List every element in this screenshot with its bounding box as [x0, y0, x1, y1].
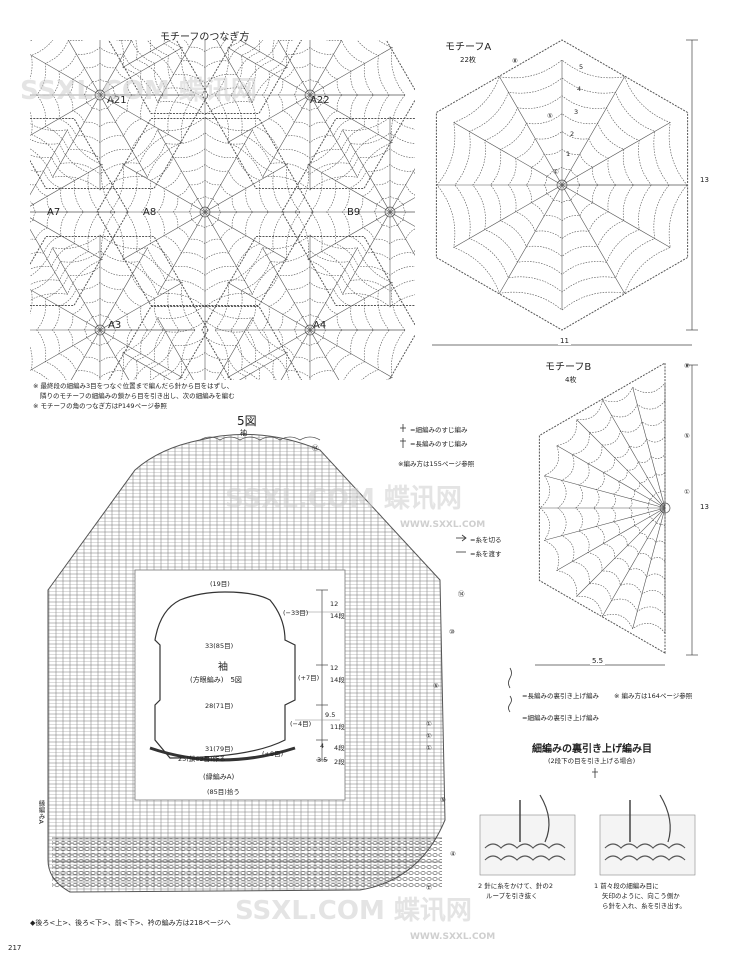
- legend-symbols: [400, 424, 598, 778]
- row-mark-10: ⑩: [449, 628, 455, 636]
- legend-sc-back-loop: =細編みのすじ編み: [410, 426, 468, 434]
- dim-14rows-b: 14段: [330, 676, 345, 684]
- schematic-width-31: 31(79目): [205, 745, 234, 753]
- stitch-illustration-1: [599, 794, 696, 876]
- watermark-3: SSXL.COM 蝶讯网: [235, 896, 472, 926]
- schematic-chain-25: 25(鎖63目)作る: [178, 755, 226, 763]
- row-mark-1c: ①: [426, 744, 432, 752]
- stitch-section-title: 細編みの裏引き上げ編み目: [532, 744, 652, 755]
- schematic-name: 袖: [218, 662, 228, 673]
- motif-b-title: モチーフB: [545, 362, 592, 373]
- row-mark-5b: ⑤: [440, 796, 446, 804]
- legend-dc-back-loop: =長編みのすじ編み: [410, 440, 468, 448]
- motif-a-height: 13: [700, 176, 709, 184]
- watermark-url-2: WWW.SXXL.COM: [410, 932, 496, 942]
- motif-a-marker-5: ⑤: [547, 112, 553, 120]
- join-label-a7: A7: [47, 207, 61, 218]
- step2-line1: 2 針に糸をかけて、針の2: [478, 882, 554, 890]
- motif-a-marker-1: ①: [553, 168, 559, 176]
- row-mark-14: ⑭: [458, 590, 465, 598]
- sleeve-chart: [47, 433, 446, 893]
- dim-9-5: 9.5: [325, 711, 336, 719]
- fig5-title: 5図: [237, 414, 257, 428]
- step1-line3: ら針を入れ、糸を引き出す。: [602, 902, 686, 910]
- motif-b-chart: [538, 362, 671, 654]
- schematic-border-name: (縁編みA): [203, 773, 235, 781]
- motif-a-count: 22枚: [460, 56, 476, 64]
- motif-a-width: 11: [558, 337, 571, 345]
- schematic-pattern: (方眼編み) 5図: [190, 676, 242, 684]
- dim-11rows: 11段: [330, 723, 345, 731]
- schematic-dec-33: (−33目): [283, 609, 309, 617]
- schematic-inc-7: (+7目): [298, 674, 320, 682]
- schematic-top-stitches: (19目): [210, 580, 230, 588]
- join-label-a4: A4: [313, 320, 327, 331]
- motif-a-round-1: 1: [566, 150, 571, 158]
- step1-line1: 1 前々段の細編み目に: [594, 882, 659, 890]
- legend-thread-attach: =糸を渡す: [470, 550, 502, 558]
- schematic-width-28: 28(71目): [205, 702, 234, 710]
- step2-line2: ループを引き抜く: [486, 892, 538, 900]
- motif-a-chart: [435, 39, 689, 331]
- motif-b-marker-8: ⑧: [684, 362, 690, 370]
- stitch-section-subtitle: (2段下の目を引き上げる場合): [548, 757, 636, 765]
- legend-method-note: ※ 編み方は164ページ参照: [614, 692, 693, 700]
- legend-thread-cut: =糸を切る: [470, 536, 502, 544]
- watermark-1: SSXL.COM 蝶讯网: [20, 76, 257, 106]
- motif-b-marker-1: ①: [684, 488, 690, 496]
- dim-14rows-a: 14段: [330, 612, 345, 620]
- schematic-dec-4: (−4目): [290, 720, 312, 728]
- joining-note-3: ※ モチーフの角のつなぎ方はP149ページ参照: [33, 402, 167, 410]
- join-label-a21: A21: [107, 95, 127, 106]
- motif-a-round-2: 2: [570, 130, 575, 138]
- motif-a-marker-8: ⑧: [512, 57, 518, 65]
- page-number: 217: [8, 944, 22, 952]
- schematic-width-33: 33(85目): [205, 642, 234, 650]
- row-mark-1a: ①: [426, 720, 432, 728]
- join-label-a3: A3: [108, 320, 122, 331]
- motif-a-round-4: 4: [577, 85, 582, 93]
- motif-a-dimensions: [432, 39, 698, 346]
- row-mark-4: ④: [450, 850, 456, 858]
- dim-3-5: 3.5: [317, 756, 328, 764]
- motif-b-dimensions: [535, 364, 698, 666]
- motif-b-count: 4枚: [565, 376, 577, 384]
- fig5-subtitle: 袖: [240, 429, 247, 437]
- watermark-url-1: WWW.SXXL.COM: [400, 520, 486, 530]
- border-a-side-label: 縁編みA: [37, 800, 45, 824]
- motif-b-width: 5.5: [590, 657, 606, 665]
- schematic-pickup: (85目)拾う: [207, 788, 240, 796]
- step1-line2: 矢印のように、向こう側か: [602, 892, 680, 900]
- legend-sc-back-post: =細編みの裏引き上げ編み: [522, 714, 599, 722]
- schematic-inc-8: (+8目): [262, 750, 284, 758]
- dim-2rows: 2段: [334, 758, 345, 766]
- watermark-2: SSXL.COM 蝶讯网: [225, 484, 462, 514]
- method-note: ※編み方は155ページ参照: [398, 460, 475, 468]
- motif-b-height: 13: [700, 503, 709, 511]
- joining-title: モチーフのつなぎ方: [160, 32, 250, 43]
- row-mark-top: ⑭: [312, 444, 319, 452]
- motif-a-round-5: 5: [579, 63, 584, 71]
- motif-joining-diagram: [30, 40, 415, 380]
- legend-dc-back-post: =長編みの裏引き上げ編み: [522, 692, 599, 700]
- join-label-a8: A8: [143, 207, 157, 218]
- dim-4rows: 4段: [334, 744, 345, 752]
- motif-a-round-3: 3: [574, 108, 579, 116]
- join-label-b9: B9: [347, 207, 361, 218]
- motif-a-title: モチーフA: [445, 42, 492, 53]
- row-mark-1d: ①: [426, 884, 432, 892]
- footer-note: ◆後ろ<上>、後ろ<下>、前<下>、衿の編み方は218ページへ: [30, 919, 231, 927]
- join-label-a22: A22: [310, 95, 330, 106]
- dim-12-a: 12: [330, 600, 339, 608]
- row-mark-1b: ①: [426, 732, 432, 740]
- joining-note-1: ※ 最終段の細編み3目をつなぐ位置まで編んだら針から目をはずし、: [33, 382, 234, 390]
- dim-4: 4: [320, 742, 325, 750]
- motif-b-marker-5: ⑤: [684, 432, 690, 440]
- row-mark-5a: ⑤: [433, 682, 439, 690]
- dim-12-b: 12: [330, 664, 339, 672]
- joining-note-2: 隣りのモチーフの細編みの鎖から目を引き出し、次の細編みを編む: [40, 392, 235, 400]
- stitch-illustration-2: [479, 794, 576, 876]
